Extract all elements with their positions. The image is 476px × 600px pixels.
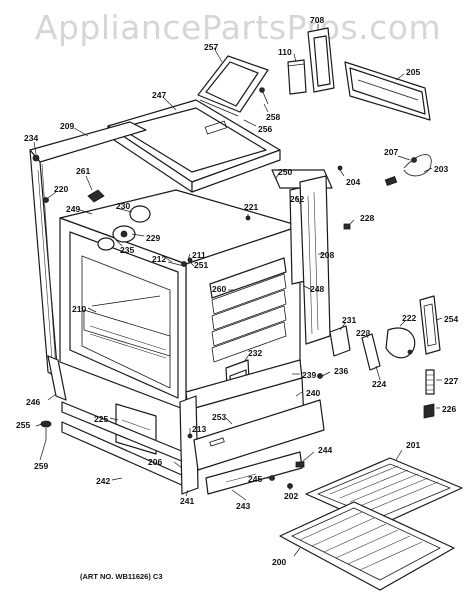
label-208: 208 [320, 250, 334, 260]
label-261: 261 [76, 166, 90, 176]
part-230-burner-assembly[interactable] [97, 205, 151, 251]
part-209-side-panel[interactable] [29, 121, 147, 379]
part-213-support[interactable] [179, 395, 199, 495]
part-246-base-left[interactable] [47, 355, 67, 401]
part-260-rack-guides[interactable] [209, 257, 287, 363]
part-234-clip[interactable] [32, 154, 40, 162]
label-205: 205 [406, 67, 420, 77]
label-201: 201 [406, 440, 420, 450]
watermark: AppliancePartsPros.com [34, 8, 442, 47]
part-261-ignitor[interactable] [87, 189, 105, 203]
part-203-wiring[interactable] [384, 154, 432, 187]
part-222-hinge-assembly[interactable] [361, 327, 416, 371]
label-255: 255 [16, 420, 30, 430]
label-232: 232 [248, 348, 262, 358]
label-227: 227 [444, 376, 458, 386]
label-239: 239 [302, 370, 316, 380]
label-242: 242 [96, 476, 110, 486]
label-206: 206 [148, 457, 162, 467]
part-202-screw[interactable] [287, 483, 293, 489]
label-251: 251 [194, 260, 208, 270]
label-245: 245 [248, 474, 262, 484]
label-236: 236 [334, 366, 348, 376]
part-205-backguard[interactable] [344, 61, 431, 121]
part-228-clip[interactable] [343, 223, 351, 230]
label-248: 248 [310, 284, 324, 294]
label-210: 210 [72, 304, 86, 314]
part-220-clip[interactable] [43, 197, 49, 203]
part-257-vent-door[interactable] [197, 55, 269, 117]
label-259: 259 [34, 461, 48, 471]
part-208-side-panel[interactable] [299, 175, 331, 345]
part-226-pin[interactable] [423, 403, 435, 419]
label-207: 207 [384, 147, 398, 157]
label-228: 228 [360, 213, 374, 223]
label-209: 209 [60, 121, 74, 131]
label-226: 226 [442, 404, 456, 414]
label-234: 234 [24, 133, 38, 143]
part-231-bracket[interactable] [329, 325, 351, 357]
part-labels: 257 708 110 205 247 258 256 209 234 261 … [16, 15, 458, 567]
part-110-box[interactable] [287, 59, 307, 95]
label-230: 230 [116, 201, 130, 211]
label-241: 241 [180, 496, 194, 506]
label-225: 225 [94, 414, 108, 424]
part-708-vent-duct[interactable] [307, 27, 335, 93]
label-202: 202 [284, 491, 298, 501]
label-235: 235 [120, 245, 134, 255]
label-229: 229 [146, 233, 160, 243]
label-254: 254 [444, 314, 458, 324]
part-253-kick-panel[interactable] [193, 399, 325, 471]
part-211-valve[interactable] [167, 257, 193, 267]
label-246: 246 [26, 397, 40, 407]
label-203: 203 [434, 164, 448, 174]
label-211: 211 [192, 250, 206, 260]
art-number-note: (ART NO. WB11626) C3 [80, 572, 163, 581]
part-200-oven-rack[interactable] [279, 501, 455, 591]
label-243: 243 [236, 501, 250, 511]
label-253: 253 [212, 412, 226, 422]
label-258: 258 [266, 112, 280, 122]
label-222: 222 [402, 313, 416, 323]
part-254-hinge[interactable] [419, 295, 441, 355]
part-258-screw[interactable] [259, 87, 269, 105]
part-236-screw[interactable] [317, 373, 323, 379]
label-224: 224 [372, 379, 386, 389]
label-257: 257 [204, 42, 218, 52]
label-262: 262 [290, 194, 304, 204]
part-244-clip[interactable] [295, 461, 305, 468]
label-244: 244 [318, 445, 332, 455]
label-708: 708 [310, 15, 324, 25]
label-204: 204 [346, 177, 360, 187]
part-259-leveler[interactable] [40, 420, 52, 440]
label-110: 110 [278, 47, 292, 57]
label-256: 256 [258, 124, 272, 134]
label-249: 249 [66, 204, 80, 214]
part-227-spring[interactable] [425, 369, 435, 395]
part-245-screw[interactable] [269, 475, 275, 481]
part-210-bake-burner[interactable] [91, 295, 161, 307]
label-240: 240 [306, 388, 320, 398]
label-247: 247 [152, 90, 166, 100]
label-231: 231 [342, 315, 356, 325]
label-223: 223 [356, 328, 370, 338]
label-220: 220 [54, 184, 68, 194]
part-204-screw[interactable] [337, 165, 343, 171]
label-200: 200 [272, 557, 286, 567]
label-212: 212 [152, 254, 166, 264]
part-243-rail[interactable] [205, 451, 303, 495]
label-260: 260 [212, 284, 226, 294]
part-247-cooktop[interactable] [107, 99, 281, 193]
label-221: 221 [244, 202, 258, 212]
label-250: 250 [278, 167, 292, 177]
label-213: 213 [192, 424, 206, 434]
